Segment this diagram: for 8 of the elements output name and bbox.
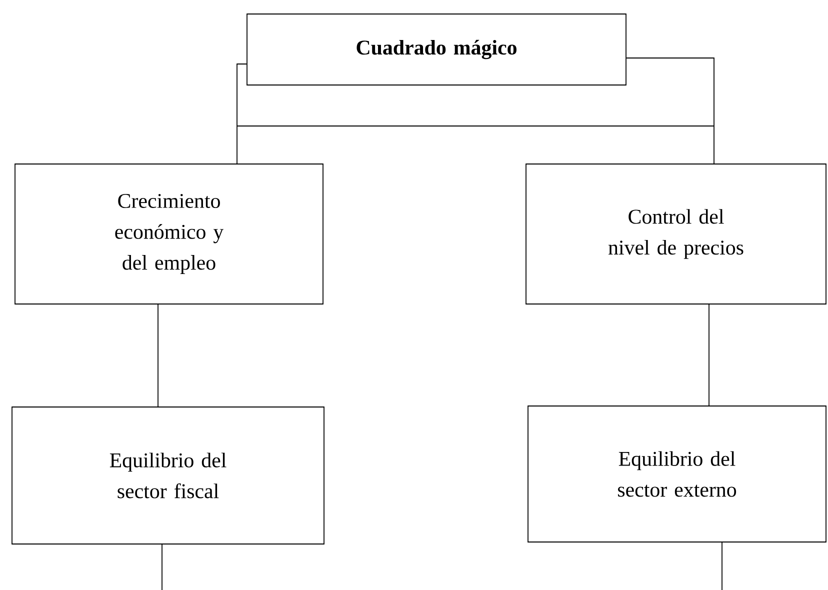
goal-box: Control del nivel de precios [526,164,826,304]
connector-line [626,58,714,164]
title-box: Cuadrado mágico [246,14,626,86]
goal-box: Equilibrio del sector externo [528,406,826,542]
connector-line [708,304,710,406]
goal-box: Equilibrio del sector fiscal [12,406,324,544]
goal-box: Crecimiento económico y del empleo [14,164,324,304]
connector-line [236,64,247,164]
